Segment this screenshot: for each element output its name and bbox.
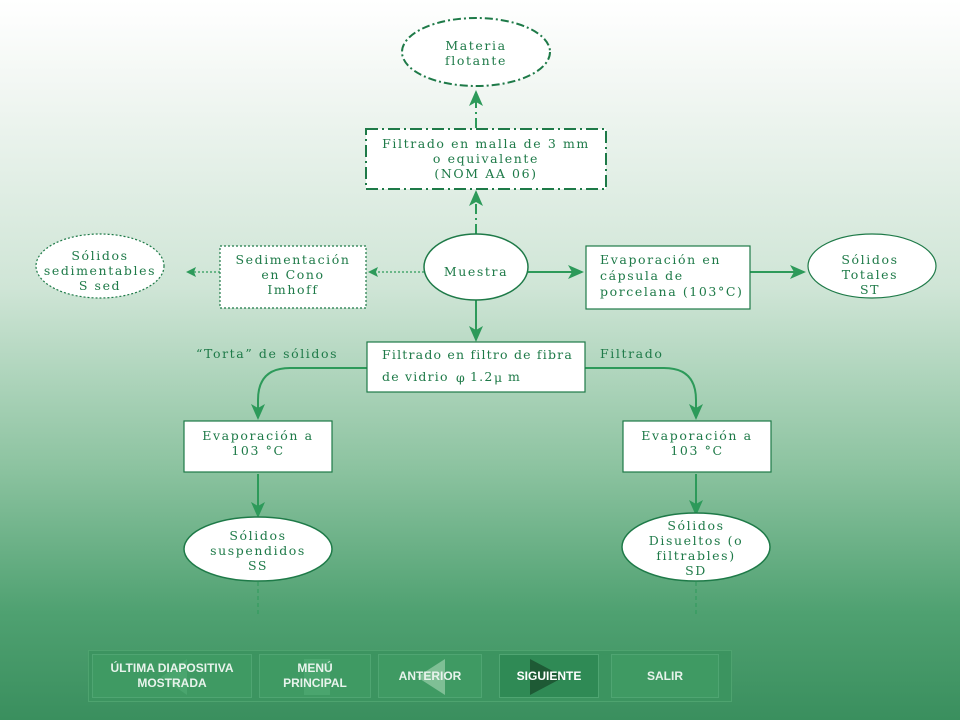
curve-filtrado <box>585 367 703 420</box>
exit-button[interactable]: SALIR <box>611 654 719 698</box>
filtrado-label: Filtrado <box>600 346 663 361</box>
mu-symbol: μ <box>494 370 503 385</box>
sedimentacion-line-2: en Cono <box>261 267 324 282</box>
torta-label: “Torta” de sólidos <box>196 346 338 361</box>
malla-line-3: (NOM AA 06) <box>434 166 537 181</box>
last-slide-button[interactable]: ÚLTIMA DIAPOSITIVA MOSTRADA <box>92 654 252 698</box>
node-evaporacion-der: Evaporación a 103 °C <box>622 420 772 473</box>
capsula-line-3: porcelana (103°C) <box>600 284 743 299</box>
evap-der-line-1: Evaporación a <box>641 428 752 443</box>
evap-izq-line-2: 103 °C <box>231 443 284 458</box>
muestra-label: Muestra <box>444 264 508 279</box>
navigation-bar: ÚLTIMA DIAPOSITIVA MOSTRADA MENÚ PRINCIP… <box>88 650 732 702</box>
evap-izq-line-1: Evaporación a <box>202 428 313 443</box>
materia-line-1: Materia <box>445 38 506 53</box>
totales-line-1: Sólidos <box>841 252 898 267</box>
phi-symbol: φ <box>456 370 466 385</box>
sedimentacion-line-1: Sedimentación <box>235 252 350 267</box>
node-materia-flotante: Materia flotante <box>401 17 551 87</box>
node-solidos-disueltos: Sólidos Disueltos (o filtrables) SD <box>621 512 771 582</box>
fibra-size: 1.2 <box>470 369 493 384</box>
node-solidos-sedimentables: Sólidos sedimentables S sed <box>35 233 165 299</box>
ss-line-3: SS <box>248 558 268 573</box>
materia-line-2: flotante <box>445 53 507 68</box>
ss-line-2: suspendidos <box>210 543 306 558</box>
next-button[interactable]: SIGUIENTE <box>499 654 599 698</box>
node-filtrado-fibra: Filtrado en filtro de fibra de vidrio φ … <box>366 341 586 393</box>
sd-line-4: SD <box>685 563 707 578</box>
main-menu-arrow-icon <box>304 659 330 695</box>
sd-line-1: Sólidos <box>667 518 724 533</box>
connectors <box>186 90 806 614</box>
node-filtrado-malla: Filtrado en malla de 3 mm o equivalente … <box>365 128 607 190</box>
totales-line-2: Totales <box>842 267 898 282</box>
last-slide-label-line-2: MOSTRADA <box>137 676 207 690</box>
previous-arrow-icon <box>417 659 445 695</box>
last-slide-arrow-icon <box>161 659 187 695</box>
node-evaporacion-izq: Evaporación a 103 °C <box>183 420 333 473</box>
sed-line-1: Sólidos <box>71 248 128 263</box>
previous-button[interactable]: ANTERIOR <box>378 654 482 698</box>
evap-der-line-2: 103 °C <box>670 443 723 458</box>
fibra-line-2: de vidrio <box>382 369 449 384</box>
next-arrow-icon <box>530 659 564 695</box>
curve-torta <box>251 367 367 420</box>
malla-line-2: o equivalente <box>433 151 539 166</box>
exit-label: SALIR <box>647 668 683 683</box>
malla-line-1: Filtrado en malla de 3 mm <box>382 136 590 151</box>
node-solidos-suspendidos: Sólidos suspendidos SS <box>183 516 333 582</box>
main-menu-button[interactable]: MENÚ PRINCIPAL <box>259 654 371 698</box>
sd-line-2: Disueltos (o <box>649 533 743 548</box>
sed-line-3: S sed <box>79 278 121 293</box>
main-menu-label-line-1: MENÚ <box>297 661 333 675</box>
node-solidos-totales: Sólidos Totales ST <box>807 233 937 299</box>
sedimentacion-line-3: Imhoff <box>267 282 318 297</box>
capsula-line-2: cápsula de <box>600 268 684 283</box>
node-evaporacion-capsula: Evaporación en cápsula de porcelana (103… <box>585 245 751 310</box>
last-slide-label-line-1: ÚLTIMA DIAPOSITIVA <box>110 661 234 675</box>
totales-line-3: ST <box>860 282 880 297</box>
ss-line-1: Sólidos <box>229 528 286 543</box>
fibra-line-1: Filtrado en filtro de fibra <box>382 347 573 362</box>
main-menu-label-line-2: PRINCIPAL <box>283 676 347 690</box>
node-sedimentacion: Sedimentación en Cono Imhoff <box>219 245 367 309</box>
next-label: SIGUIENTE <box>516 668 582 683</box>
previous-label: ANTERIOR <box>398 668 462 683</box>
capsula-line-1: Evaporación en <box>600 252 721 267</box>
node-muestra: Muestra <box>423 233 529 301</box>
sd-line-3: filtrables) <box>656 548 735 563</box>
fibra-unit: m <box>508 369 521 384</box>
sed-line-2: sedimentables <box>44 263 156 278</box>
